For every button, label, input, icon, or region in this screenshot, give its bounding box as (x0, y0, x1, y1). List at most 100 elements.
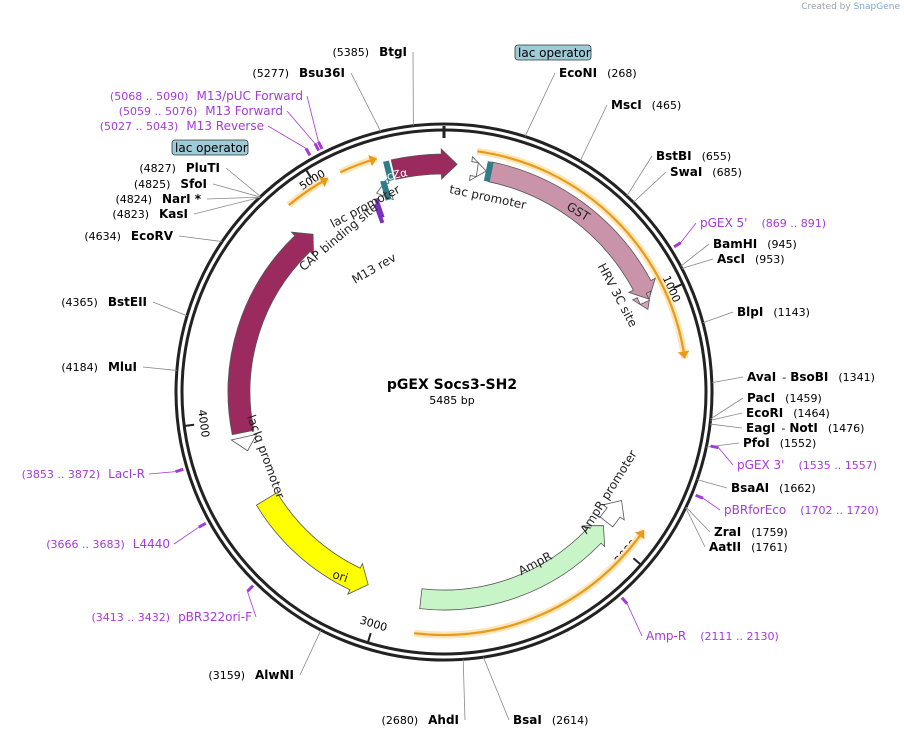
primer-mark (304, 147, 312, 157)
lac-operator-box-top-label: lac operator (518, 46, 591, 60)
lac-operator-box-left (171, 139, 249, 156)
site-leader-line (680, 243, 710, 267)
ampr-promoter-feature (599, 499, 625, 528)
snapgene-credit: Created by SnapGene (801, 2, 900, 12)
site-label: EcoRI(1464) (746, 406, 830, 420)
site-leader-line (711, 376, 744, 384)
site-leader-line (524, 72, 556, 137)
primer-mark (317, 141, 324, 150)
site-leader-line (299, 629, 322, 676)
site-leader-line (142, 366, 177, 371)
site-leader-line (212, 183, 261, 198)
lac-operator-mark (483, 161, 494, 182)
site-leader-line (152, 301, 188, 317)
ampr-feature (419, 525, 606, 611)
site-label: (3159)AlwNI (208, 668, 294, 682)
site-label: AscI(953) (717, 252, 785, 266)
site-leader-line (626, 155, 653, 197)
site-label: BlpI(1143) (737, 305, 810, 319)
site-label: AatII(1761) (709, 540, 788, 554)
primer-mark (673, 241, 682, 249)
site-label: PfoI(1552) (743, 436, 816, 450)
primer-label: (5027 .. 5043)M13 Reverse (100, 119, 264, 133)
site-leader-line (462, 659, 466, 721)
lac-operator-mark (383, 160, 394, 182)
credit-prefix: Created by (801, 2, 851, 12)
site-label: (2680)AhdI (382, 713, 459, 727)
site-leader-line (350, 72, 382, 132)
primer-leader-line (680, 222, 697, 243)
primer-leader-line (148, 471, 176, 475)
backbone (174, 122, 714, 662)
primer-label: (3413 .. 3432)pBR322ori-F (92, 610, 253, 624)
primers: (5068 .. 5090)M13/pUC Forward(5059 .. 50… (22, 89, 879, 643)
site-label: (4184)MluI (61, 360, 137, 374)
site-leader-line (685, 507, 706, 548)
primer-leader-line (286, 110, 316, 144)
tick-label: 3000 (358, 614, 389, 635)
tick-mark (366, 632, 372, 643)
primer-label: (5059 .. 5076)M13 Forward (119, 104, 283, 118)
site-label: (4634)EcoRV (84, 229, 173, 243)
site-leader-line (702, 311, 734, 324)
lac-operator-box-left-label: lac operator (175, 141, 248, 155)
tick-mark (304, 168, 312, 179)
site-label: (4825)SfoI (134, 177, 207, 191)
site-label: (4365)BstEII (61, 295, 147, 309)
site-label: BsaI(2614) (513, 713, 588, 727)
strand-arrowhead (368, 154, 377, 167)
site-leader-line (685, 506, 711, 533)
lac-operator-mark (380, 179, 392, 201)
strand-arrows (286, 147, 690, 639)
primer-leader-line (306, 95, 319, 142)
site-leader-line (206, 196, 260, 200)
ori-label: ori (331, 567, 350, 585)
primer-mark (710, 444, 719, 450)
site-label: EcoNI(268) (559, 66, 637, 80)
primer-mark (313, 142, 321, 152)
plasmid-name: pGEX Socs3-SH2 (387, 377, 517, 393)
primer-label: pGEX 5'(869 .. 891) (700, 216, 826, 230)
tick-mark (632, 557, 642, 566)
primer-leader-line (267, 125, 307, 149)
laciq-promoter-feature (230, 433, 258, 452)
primer-mark (620, 596, 629, 605)
hrv-feature (631, 290, 652, 310)
site-leader-line (193, 197, 260, 215)
m13-rev-mark (373, 203, 385, 224)
primer-leader-line (702, 497, 721, 511)
primer-label: pGEX 3'(1535 .. 1557) (737, 458, 877, 472)
tac-promoter-feature (469, 155, 487, 182)
strand-arrowhead (634, 530, 645, 540)
primer-leader-line (626, 603, 643, 637)
primer-leader-line (247, 591, 257, 618)
snapgene-logo: SnapGene (853, 2, 900, 12)
site-label: (5385)BtgI (332, 45, 407, 59)
ori-feature (255, 492, 369, 596)
primer-mark (246, 584, 255, 593)
site-leader-line (482, 656, 510, 721)
site-label: BamHI(945) (713, 237, 797, 251)
site-leader-line (710, 423, 743, 429)
site-label: AvaI-BsoBI(1341) (747, 370, 875, 384)
primer-label: Amp-R(2111 .. 2130) (646, 629, 779, 643)
site-label: (4824)NarI * (115, 192, 201, 206)
primer-mark (198, 521, 207, 529)
site-leader-line (710, 412, 743, 421)
lacza-label: lacZα (376, 166, 409, 185)
strand-arrow (477, 150, 686, 359)
site-leader-line (633, 171, 667, 203)
site-label: EagI-NotI(1476) (746, 421, 864, 435)
site-leader-line (681, 258, 714, 269)
site-label: MscI(465) (611, 98, 681, 112)
site-leader-line (710, 397, 744, 420)
strand-arrow (414, 529, 645, 637)
strand-arrowhead (677, 350, 690, 359)
tick-label: 4000 (195, 409, 212, 438)
m13-rev-mark (374, 197, 385, 219)
site-label: (4823)KasI (112, 207, 188, 221)
site-label: SwaI(685) (670, 165, 742, 179)
site-leader-line (697, 479, 728, 489)
